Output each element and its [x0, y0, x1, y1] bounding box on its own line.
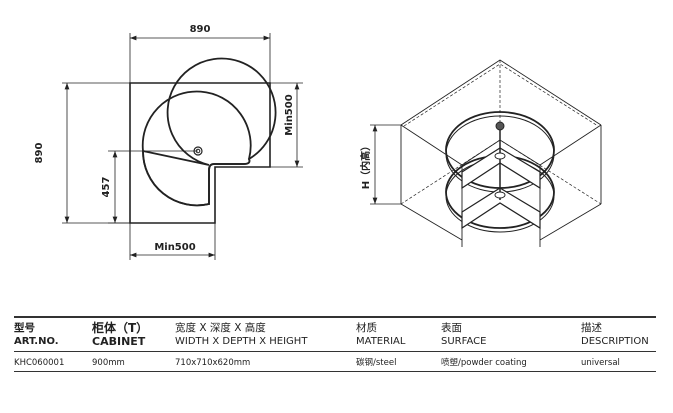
width-dimension: 890 — [190, 24, 211, 35]
center-dimension: 457 — [101, 177, 112, 198]
min-bottom-dimension: Min500 — [154, 242, 195, 253]
cell-dimensions: 710x710x620mm — [175, 358, 251, 368]
header-cabinet: 柜体（T）CABINET — [92, 321, 149, 348]
cell-description: universal — [581, 358, 620, 368]
table-bottom-rule — [14, 371, 656, 372]
pivot-icon — [495, 121, 505, 131]
top-view-drawing — [62, 33, 303, 260]
cell-material: 碳钢/steel — [356, 358, 397, 368]
cell-surface: 喷塑/powder coating — [441, 358, 527, 368]
depth-dimension: 890 — [34, 143, 45, 164]
min-right-dimension: Min500 — [284, 94, 295, 135]
cell-art-no: KHC060001 — [14, 358, 65, 368]
cell-cabinet: 900mm — [92, 358, 125, 368]
table-header-rule — [14, 351, 656, 352]
table-top-rule — [14, 316, 656, 318]
isometric-drawing — [370, 59, 602, 247]
height-dimension-label: H（内高） — [359, 141, 372, 189]
cabinet-top-outline — [400, 59, 602, 126]
